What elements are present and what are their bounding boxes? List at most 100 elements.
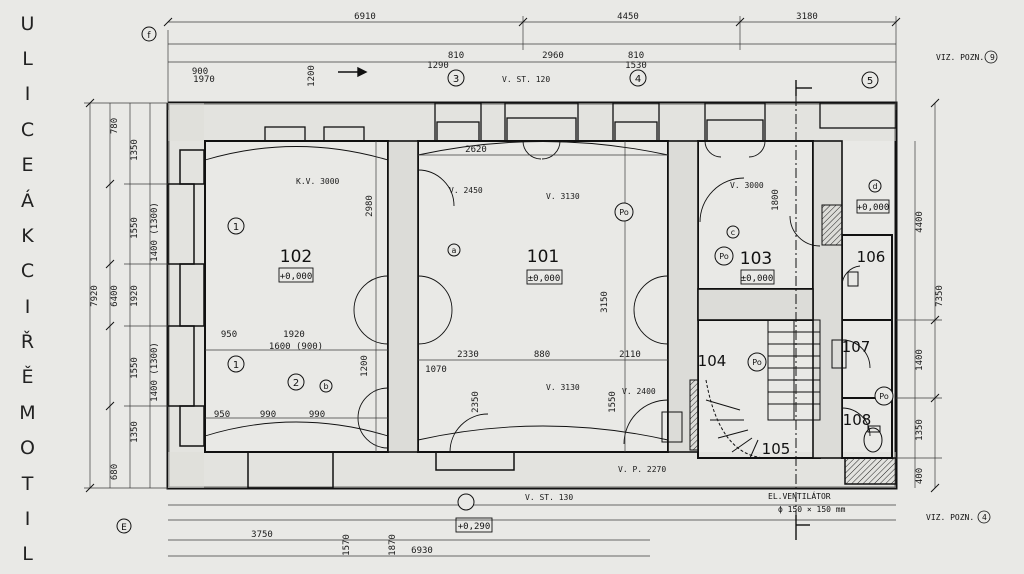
- dim-label: 7350: [935, 285, 945, 307]
- ceiling-notes: K.V. 3000 V. 3130 V. 2450 V. 3000 V. 240…: [296, 75, 764, 502]
- dim-label: 810: [448, 51, 464, 61]
- circle-markers: [116, 26, 894, 534]
- dim-label: 6400: [110, 285, 120, 307]
- dim-label: 7920: [90, 285, 100, 307]
- bottom-dimension-labels: 3750 1570 1870 6930: [251, 530, 433, 556]
- window-mark: 1: [233, 360, 239, 371]
- dim-label: 2980: [365, 195, 375, 217]
- dim-label: 6930: [411, 546, 433, 556]
- dim-label: 950: [214, 410, 230, 420]
- ref-note-top: VIZ. POZN.: [936, 53, 984, 62]
- dim-label: 2350: [471, 391, 481, 413]
- po-mark: Po: [719, 252, 729, 261]
- po-mark: Po: [619, 208, 629, 217]
- level-label: +0,290: [458, 522, 491, 532]
- top-dimension-labels: 6910 4450 3180 810 1290 2960 810 1530 90…: [192, 12, 818, 85]
- ceiling-note: V. ST. 130: [525, 493, 573, 502]
- bottom-openings: [247, 451, 897, 489]
- door-mark: 4: [635, 74, 641, 85]
- sanitary-fixtures: [821, 204, 883, 453]
- dim-label: 1870: [388, 534, 398, 556]
- street-letter: I: [24, 295, 32, 318]
- street-letter: L: [22, 48, 34, 71]
- dim-label: 880: [534, 350, 550, 360]
- room-number: 108: [843, 411, 872, 429]
- level-label: +0,000: [857, 203, 890, 213]
- dim-label: 1600 (900): [269, 342, 323, 352]
- callout: d: [872, 182, 877, 191]
- marker-labels: 1 1 2 3 4 5 a b c d E f Po Po Po Po: [121, 31, 889, 533]
- partitions: [387, 140, 843, 459]
- dim-label: 2330: [457, 350, 479, 360]
- door-mark: 3: [453, 74, 459, 85]
- level-labels: +0,000 ±0,000 ±0,000 +0,000 +0,290: [280, 203, 890, 532]
- dim-label: 1200: [307, 65, 317, 87]
- dim-label: 400: [915, 468, 925, 484]
- callout: c: [731, 228, 735, 237]
- po-mark: Po: [752, 358, 762, 367]
- street-letter: Ě: [21, 366, 35, 389]
- dim-label: 1530: [625, 61, 647, 71]
- ceiling-note: V. 2400: [622, 387, 656, 396]
- ceiling-note: V. 3130: [546, 383, 580, 392]
- outer-walls: [166, 101, 898, 490]
- dim-label: 2110: [619, 350, 641, 360]
- dim-label: 1570: [342, 534, 352, 556]
- room-number: 103: [740, 249, 772, 269]
- po-mark: Po: [879, 392, 889, 401]
- ref-circles: [977, 50, 998, 524]
- dim-label: 2620: [465, 145, 487, 155]
- dim-label: 1350: [130, 421, 140, 443]
- street-letter: C: [20, 118, 36, 141]
- dim-label: 1290: [427, 61, 449, 71]
- street-letter: O: [20, 437, 36, 460]
- dim-label: 3150: [600, 291, 610, 313]
- dim-label: 1550: [608, 391, 618, 413]
- dim-label: 780: [110, 118, 120, 134]
- street-letter: Ř: [20, 331, 36, 354]
- dim-label: 990: [309, 410, 325, 420]
- street-letter: Á: [21, 189, 35, 212]
- room-number: 105: [762, 440, 791, 458]
- ventilator-title: EL.VENTILÁTOR: [768, 490, 831, 501]
- dimension-ticks: [85, 17, 940, 493]
- right-dimension-labels: 4400 7350 1400 1350 400: [915, 211, 945, 484]
- level-label: ±0,000: [528, 274, 561, 284]
- left-window-piers: [167, 149, 205, 447]
- dim-label: 1550: [130, 217, 140, 239]
- dim-label: 1800: [771, 189, 781, 211]
- room-number: 101: [527, 247, 559, 267]
- ceiling-note: V. 3130: [546, 192, 580, 201]
- dim-label: 1350: [130, 139, 140, 161]
- ref-note-bottom: VIZ. POZN.: [926, 513, 974, 522]
- arrows: [338, 66, 812, 540]
- level-label: +0,000: [280, 272, 313, 282]
- dim-label: 1070: [425, 365, 447, 375]
- ceiling-note: V. ST. 120: [502, 75, 550, 84]
- dim-label: 950: [221, 330, 237, 340]
- ceiling-note: V. P. 2270: [618, 465, 666, 474]
- dim-label: 1920: [130, 285, 140, 307]
- street-letter: L: [22, 543, 34, 566]
- window-mark: 1: [233, 222, 239, 233]
- staircase: [661, 319, 821, 459]
- dim-label: 1400: [915, 349, 925, 371]
- street-letter: I: [24, 507, 32, 530]
- street-letter: T: [21, 472, 35, 495]
- top-windows: [264, 102, 897, 142]
- ceiling-note: V. 3000: [730, 181, 764, 190]
- dim-label: 3180: [796, 12, 818, 22]
- street-letter: E: [21, 154, 35, 177]
- street-letter: K: [21, 224, 35, 247]
- dim-label: 1200: [360, 355, 370, 377]
- level-label: ±0,000: [741, 274, 774, 284]
- dim-label: 4450: [617, 12, 639, 22]
- street-letter: U: [20, 12, 36, 35]
- callout: b: [323, 382, 328, 391]
- dim-label: 1400 (1300): [150, 202, 160, 262]
- dim-label: 1970: [193, 75, 215, 85]
- ventilator-size: ϕ 150 × 150 mm: [778, 505, 846, 514]
